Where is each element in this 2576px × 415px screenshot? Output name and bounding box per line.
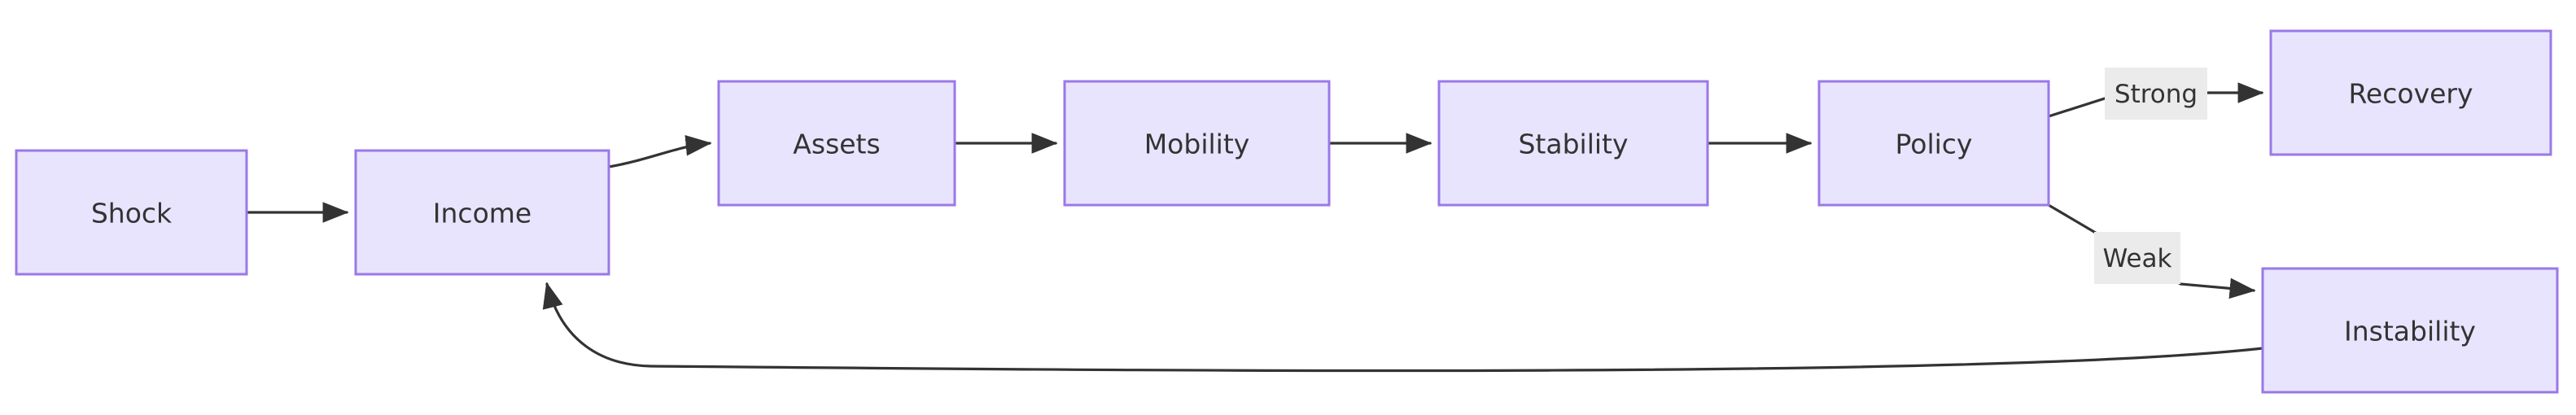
edge-label-strong: Strong	[2105, 68, 2207, 120]
node-policy[interactable]: Policy	[1817, 80, 2050, 207]
node-shock[interactable]: Shock	[15, 149, 248, 276]
node-mobility-box[interactable]	[1063, 80, 1331, 207]
node-assets[interactable]: Assets	[717, 80, 956, 207]
node-stability[interactable]: Stability	[1437, 80, 1709, 207]
node-mobility[interactable]: Mobility	[1063, 80, 1331, 207]
node-stability-box[interactable]	[1437, 80, 1709, 207]
node-instability-box[interactable]	[2261, 267, 2559, 394]
node-instability[interactable]: Instability	[2261, 267, 2559, 394]
edge-label-weak: Weak	[2094, 232, 2180, 284]
node-income-box[interactable]	[354, 149, 610, 276]
edge-label-weak-background	[2094, 232, 2180, 284]
edge-labels-layer: Strong Weak	[2094, 68, 2207, 284]
edge-label-strong-background	[2105, 68, 2207, 120]
node-recovery-box[interactable]	[2269, 29, 2552, 156]
node-income[interactable]: Income	[354, 149, 610, 276]
edge-income-assets[interactable]	[607, 135, 712, 168]
node-shock-box[interactable]	[15, 149, 248, 276]
node-recovery[interactable]: Recovery	[2269, 29, 2552, 156]
edge-instability-income-feedback[interactable]	[542, 282, 2264, 373]
nodes-layer: Shock Income Assets Mobility Stability P	[15, 29, 2559, 394]
node-policy-box[interactable]	[1817, 80, 2050, 207]
node-assets-box[interactable]	[717, 80, 956, 207]
